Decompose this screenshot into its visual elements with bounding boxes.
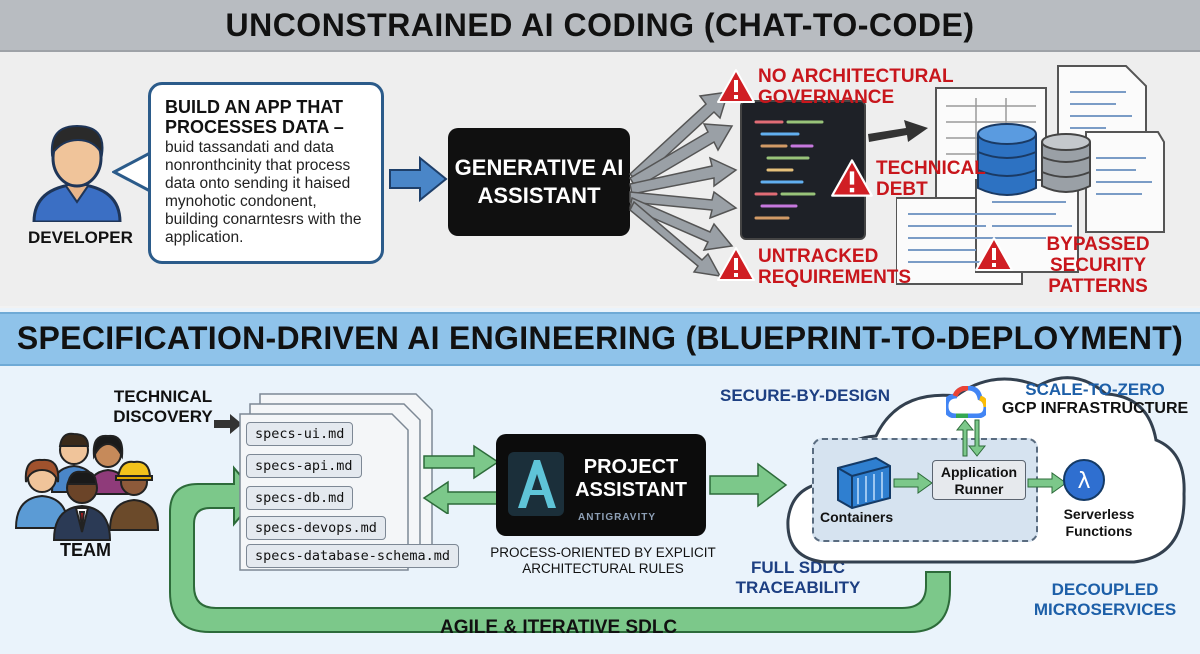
top-title-bar [0, 0, 1200, 52]
warning-requirements: UNTRACKED REQUIREMENTS [758, 246, 912, 288]
container-icon [837, 456, 891, 510]
project-assistant-label: PROJECT ASSISTANT [575, 456, 687, 501]
spec-file[interactable]: specs-devops.md [246, 516, 386, 540]
application-runner: Application Runner [932, 460, 1026, 500]
discovery-arrow [214, 414, 242, 434]
warning-icon [975, 237, 1013, 271]
prompt-body: buid tassandati and data nonronthcinity … [165, 139, 362, 246]
developer-avatar-icon [32, 124, 122, 222]
deploy-arrow [709, 462, 788, 508]
bottom-section-title: SPECIFICATION-DRIVEN AI ENGINEERING (BLU… [16, 320, 1184, 356]
prompt-bubble: BUILD AN APP THAT PROCESSES DATA – buid … [148, 82, 384, 264]
gcp-label: GCP INFRASTRUCTURE [1001, 400, 1189, 417]
team-icon [14, 432, 160, 541]
brand-label: ANTIGRAVITY [578, 512, 657, 523]
process-note: PROCESS-ORIENTED BY EXPLICIT ARCHITECTUR… [490, 545, 716, 576]
runner-serverless-arrow [1027, 472, 1067, 494]
spec-assistant-arrows [422, 444, 500, 514]
warning-governance: NO ARCHITECTURAL GOVERNANCE [758, 66, 954, 108]
code-lines [754, 120, 824, 220]
scale-label: SCALE-TO-ZERO [1025, 380, 1165, 399]
warning-debt: TECHNICAL DEBT [876, 158, 986, 200]
containers-label: Containers [820, 509, 894, 525]
bottom-title-bar [0, 312, 1200, 366]
spec-file[interactable]: specs-database-schema.md [246, 544, 460, 568]
code-window [740, 100, 866, 240]
spec-file[interactable]: specs-db.md [246, 486, 354, 510]
svg-text:λ: λ [1077, 469, 1090, 494]
warning-security: BYPASSED SECURITY PATTERNS [1046, 234, 1150, 297]
top-section-title: UNCONSTRAINED AI CODING (CHAT-TO-CODE) [225, 7, 975, 43]
antigravity-logo-icon [508, 452, 564, 516]
warning-icon [831, 159, 873, 197]
warning-icon [717, 247, 755, 281]
lambda-icon: λ [1063, 459, 1105, 501]
loop-label: AGILE & ITERATIVE SDLC [440, 617, 678, 638]
spec-file-list: specs-ui.md specs-api.md specs-db.md spe… [238, 392, 460, 572]
developer-label: DEVELOPER [28, 228, 133, 247]
chaotic-output-arrows [628, 91, 738, 277]
spec-file[interactable]: specs-ui.md [246, 422, 354, 446]
discovery-label: TECHNICAL DISCOVERY [113, 387, 213, 426]
serverless-label: Serverless Functions [1063, 506, 1135, 539]
document-icon [896, 65, 1165, 285]
secure-label: SECURE-BY-DESIGN [720, 386, 891, 405]
container-runner-arrow [893, 472, 933, 494]
database-icon [977, 123, 1037, 196]
microservices-label: DECOUPLED MICROSERVICES [1033, 580, 1177, 619]
warning-icon [717, 69, 755, 103]
database-icon [1041, 133, 1091, 193]
team-label: TEAM [60, 540, 111, 560]
prompt-heading: BUILD AN APP THAT PROCESSES DATA – [165, 97, 344, 137]
google-cloud-logo-icon [946, 386, 986, 418]
generative-ai-assistant: GENERATIVE AI ASSISTANT [448, 128, 630, 236]
code-output-arrow [868, 120, 928, 142]
spec-file[interactable]: specs-api.md [246, 454, 362, 478]
gcp-link-arrows [955, 419, 987, 457]
blue-flow-arrow [389, 156, 448, 202]
